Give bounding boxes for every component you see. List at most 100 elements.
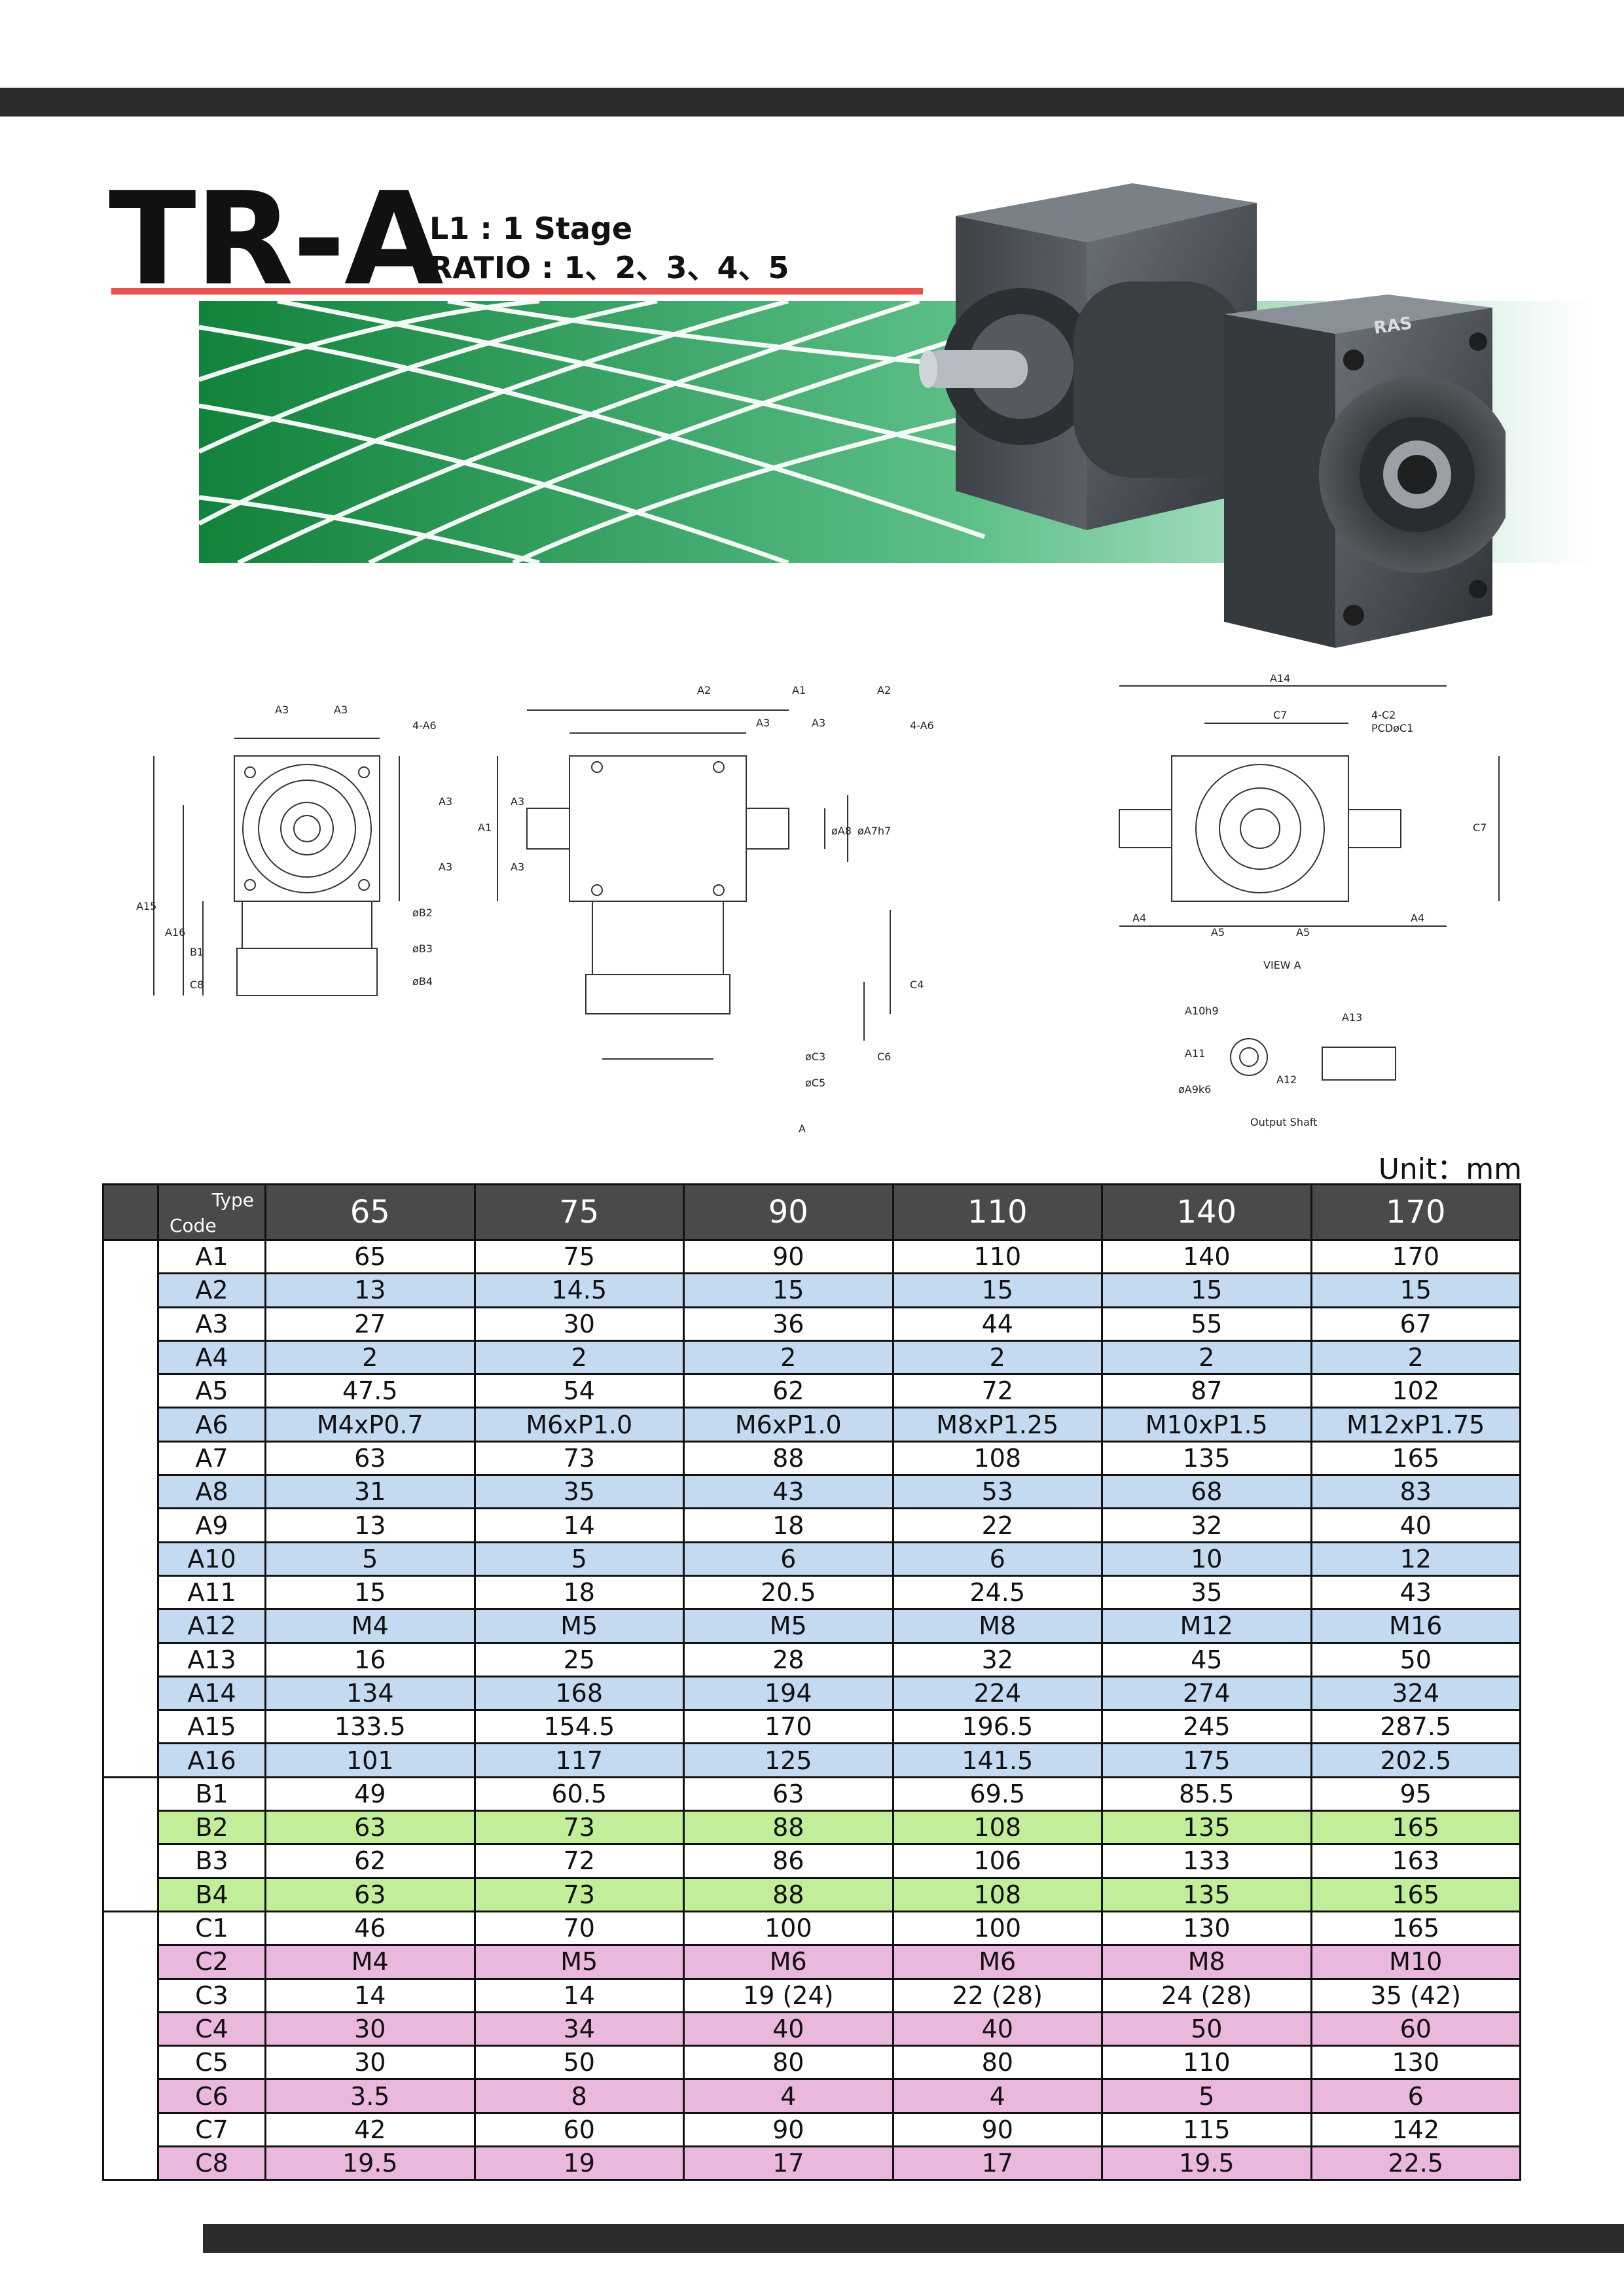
row-code: C3 [157, 1977, 266, 2013]
table-cell: 133.5 [264, 1709, 476, 1745]
dim-side-a3-vert: A3 [511, 795, 524, 808]
table-cell: 130 [1101, 1910, 1312, 1946]
row-code: A6 [157, 1407, 266, 1443]
table-cell: 10 [1101, 1541, 1312, 1577]
table-header-row: Type Code 65 75 90 110 140 170 [102, 1183, 1521, 1241]
row-code: C1 [157, 1910, 266, 1946]
table-cell: 85.5 [1101, 1776, 1312, 1812]
table-cell: 62 [683, 1373, 894, 1409]
column-header: 90 [683, 1183, 894, 1241]
dim-side-a2-b: A2 [877, 684, 891, 696]
table-cell: M12xP1.75 [1310, 1407, 1521, 1443]
table-cell: 80 [892, 2045, 1103, 2081]
row-code: A8 [157, 1474, 266, 1510]
table-cell: 18 [683, 1507, 894, 1543]
table-cell: 2 [473, 1339, 685, 1376]
table-cell: 108 [892, 1810, 1103, 1846]
table-cell: 4 [683, 2078, 894, 2114]
table-cell: M4 [264, 1608, 476, 1644]
dim-front-a3: A3 [275, 704, 289, 716]
dim-side-c6: C6 [877, 1050, 891, 1063]
table-cell: 6 [1310, 2078, 1521, 2114]
table-cell: 90 [892, 2111, 1103, 2148]
table-cell: 73 [473, 1876, 685, 1912]
table-cell: 102 [1310, 1373, 1521, 1409]
table-cell: 72 [892, 1373, 1103, 1409]
row-code: C2 [157, 1944, 266, 1980]
table-cell: 53 [892, 1474, 1103, 1510]
table-cell: 30 [264, 2045, 476, 2081]
table-cell: 90 [683, 2111, 894, 2148]
table-cell: 245 [1101, 1709, 1312, 1745]
table-cell: 14 [473, 1977, 685, 2013]
row-code: A10 [157, 1541, 266, 1577]
dim-shaft-a13: A13 [1342, 1011, 1362, 1024]
table-cell: 40 [1310, 1507, 1521, 1543]
column-header: 65 [264, 1183, 476, 1241]
table-cell: 175 [1101, 1742, 1312, 1778]
table-cell: 45 [1101, 1641, 1312, 1677]
table-cell: M4 [264, 1944, 476, 1980]
table-cell: 100 [683, 1910, 894, 1946]
table-cell: 163 [1310, 1843, 1521, 1879]
dim-front-a15: A15 [136, 900, 156, 912]
table-cell: 88 [683, 1440, 894, 1477]
table-cell: 28 [683, 1641, 894, 1677]
page-title: TR-A [109, 165, 444, 314]
table-cell: M8 [892, 1608, 1103, 1644]
dim-top-c7-vert: C7 [1473, 821, 1487, 834]
dim-front-a3-b: A3 [334, 704, 348, 716]
dim-front-b2: øB2 [412, 906, 433, 919]
row-code: B2 [157, 1810, 266, 1846]
table-cell: 142 [1310, 2111, 1521, 2148]
view-arrow-label: A [799, 1122, 806, 1135]
group-label: B [102, 1776, 159, 1912]
row-code: C8 [157, 2145, 266, 2181]
table-cell: M10 [1310, 1944, 1521, 1980]
table-cell: 46 [264, 1910, 476, 1946]
table-cell: 100 [892, 1910, 1103, 1946]
row-code: A5 [157, 1373, 266, 1409]
table-cell: 13 [264, 1272, 476, 1308]
table-cell: 19.5 [264, 2145, 476, 2181]
dim-side-a7: øA7h7 [857, 825, 891, 837]
table-cell: 15 [683, 1272, 894, 1308]
table-cell: 134 [264, 1675, 476, 1712]
table-cell: 15 [1101, 1272, 1312, 1308]
dim-top-c1: PCDøC1 [1371, 722, 1413, 734]
table-cell: 34 [473, 2011, 685, 2047]
table-cell: 135 [1101, 1810, 1312, 1846]
table-cell: M5 [473, 1944, 685, 1980]
row-code: C7 [157, 2111, 266, 2148]
table-cell: 17 [683, 2145, 894, 2181]
row-code: A4 [157, 1339, 266, 1376]
top-bar [0, 88, 1624, 117]
group-label: C [102, 1910, 159, 2181]
dim-side-c3: øC3 [805, 1050, 825, 1063]
table-cell: 43 [683, 1474, 894, 1510]
table-cell: 15 [1310, 1272, 1521, 1308]
dim-top-a5-b: A5 [1296, 926, 1310, 939]
stage-label: L1 : 1 Stage [429, 211, 633, 246]
table-cell: 60 [1310, 2011, 1521, 2047]
table-cell: 40 [892, 2011, 1103, 2047]
dim-front-c8: C8 [190, 978, 204, 991]
table-cell: 30 [473, 1306, 685, 1342]
row-code: B3 [157, 1843, 266, 1879]
table-cell: 274 [1101, 1675, 1312, 1712]
table-cell: 141.5 [892, 1742, 1103, 1778]
table-cell: 14 [264, 1977, 476, 2013]
dim-side-c4: C4 [910, 978, 924, 991]
